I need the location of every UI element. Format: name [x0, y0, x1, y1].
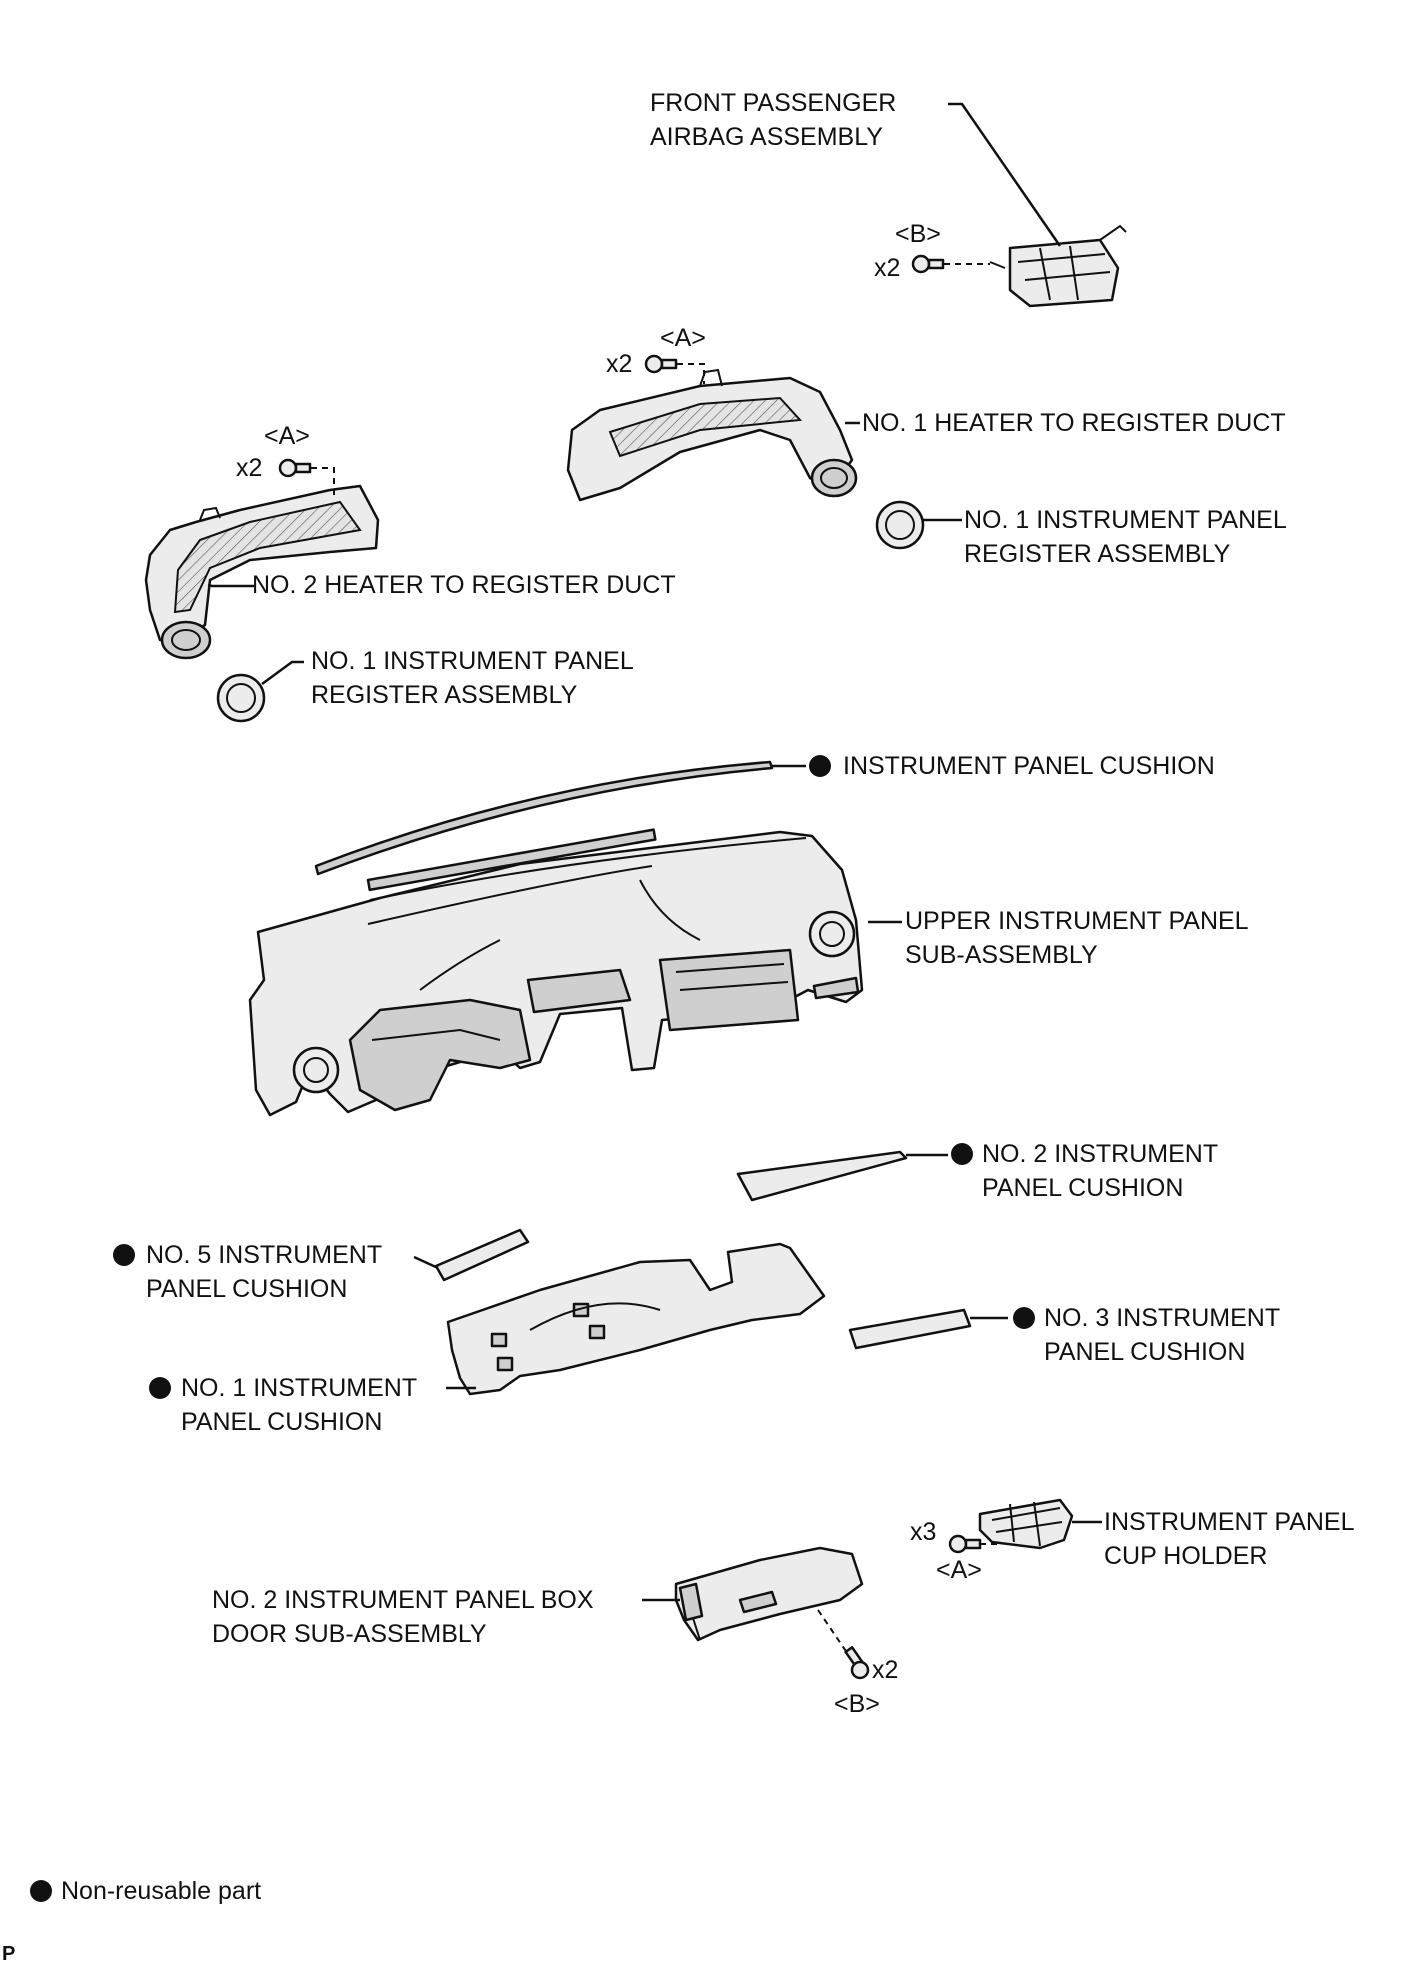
bolt-icon-box-door	[844, 1646, 870, 1680]
label-upper-instrument-panel-1: UPPER INSTRUMENT PANEL	[905, 907, 1249, 935]
fastener-no2-duct-ref: <A>	[264, 422, 310, 450]
label-no2-cushion-2: PANEL CUSHION	[982, 1174, 1183, 1202]
label-no3-cushion-1: NO. 3 INSTRUMENT	[1044, 1304, 1280, 1332]
bolt-icon-cup-holder	[948, 1534, 982, 1554]
bolt-icon-no1-duct	[644, 354, 678, 374]
fastener-cup-holder-count: x3	[910, 1518, 936, 1546]
fastener-airbag-ref: <B>	[895, 220, 941, 248]
non-reusable-dot-icon	[30, 1880, 52, 1902]
label-no5-cushion-2: PANEL CUSHION	[146, 1275, 347, 1303]
bolt-icon-no2-duct	[278, 458, 312, 478]
label-instrument-panel-cushion: INSTRUMENT PANEL CUSHION	[843, 752, 1215, 780]
label-cup-holder-1: INSTRUMENT PANEL	[1104, 1508, 1355, 1536]
label-no1-register-left-2: REGISTER ASSEMBLY	[311, 681, 578, 709]
corner-mark: P	[2, 1943, 15, 1963]
upper-instrument-panel-sub-assembly: UPPER INSTRUMENT PANEL SUB-ASSEMBLY	[248, 828, 1249, 1117]
no2-heater-to-register-duct: NO. 2 HEATER TO REGISTER DUCT <A> x2	[144, 422, 676, 660]
label-no1-cushion-1: NO. 1 INSTRUMENT	[181, 1374, 417, 1402]
fastener-no2-duct-count: x2	[236, 454, 262, 482]
fastener-no1-duct-count: x2	[606, 350, 632, 378]
fastener-airbag-count: x2	[874, 254, 900, 282]
instrument-panel-cup-holder: INSTRUMENT PANEL CUP HOLDER x3 <A>	[910, 1498, 1355, 1584]
no1-instrument-panel-register-left: NO. 1 INSTRUMENT PANEL REGISTER ASSEMBLY	[216, 647, 634, 723]
label-cup-holder-2: CUP HOLDER	[1104, 1542, 1267, 1570]
legend-text: Non-reusable part	[61, 1877, 261, 1905]
no5-instrument-panel-cushion: NO. 5 INSTRUMENT PANEL CUSHION	[113, 1228, 530, 1303]
label-box-door-1: NO. 2 INSTRUMENT PANEL BOX	[212, 1586, 594, 1614]
non-reusable-dot-icon	[149, 1377, 171, 1399]
label-no2-heater-duct: NO. 2 HEATER TO REGISTER DUCT	[252, 571, 676, 599]
label-no1-register-left-1: NO. 1 INSTRUMENT PANEL	[311, 647, 634, 675]
non-reusable-dot-icon	[113, 1244, 135, 1266]
fastener-no1-duct-ref: <A>	[660, 324, 706, 352]
no1-instrument-panel-register-right: NO. 1 INSTRUMENT PANEL REGISTER ASSEMBLY	[875, 500, 1287, 568]
label-front-passenger-airbag-1: FRONT PASSENGER	[650, 89, 896, 117]
legend: Non-reusable part	[30, 1877, 261, 1905]
label-no3-cushion-2: PANEL CUSHION	[1044, 1338, 1245, 1366]
label-no1-heater-duct: NO. 1 HEATER TO REGISTER DUCT	[862, 409, 1286, 437]
non-reusable-dot-icon	[809, 755, 831, 777]
no2-instrument-panel-cushion: NO. 2 INSTRUMENT PANEL CUSHION	[736, 1140, 1218, 1202]
label-no5-cushion-1: NO. 5 INSTRUMENT	[146, 1241, 382, 1269]
no1-heater-to-register-duct: NO. 1 HEATER TO REGISTER DUCT <A> x2	[566, 324, 1286, 502]
non-reusable-dot-icon	[951, 1143, 973, 1165]
fastener-box-door-count: x2	[872, 1656, 898, 1684]
fastener-box-door-ref: <B>	[834, 1690, 880, 1718]
instrument-panel-cushion: INSTRUMENT PANEL CUSHION	[314, 752, 1215, 876]
no1-instrument-panel-cushion: NO. 1 INSTRUMENT PANEL CUSHION	[149, 1242, 826, 1436]
non-reusable-dot-icon	[1013, 1307, 1035, 1329]
front-passenger-airbag-assembly: FRONT PASSENGER AIRBAG ASSEMBLY <B> x2	[650, 89, 1127, 308]
fastener-cup-holder-ref: <A>	[936, 1556, 982, 1584]
no3-instrument-panel-cushion: NO. 3 INSTRUMENT PANEL CUSHION	[848, 1304, 1280, 1366]
label-box-door-2: DOOR SUB-ASSEMBLY	[212, 1620, 487, 1648]
label-no1-register-right-2: REGISTER ASSEMBLY	[964, 540, 1231, 568]
label-no1-register-right-1: NO. 1 INSTRUMENT PANEL	[964, 506, 1287, 534]
no2-instrument-panel-box-door: NO. 2 INSTRUMENT PANEL BOX DOOR SUB-ASSE…	[212, 1546, 898, 1718]
label-upper-instrument-panel-2: SUB-ASSEMBLY	[905, 941, 1098, 969]
label-front-passenger-airbag-2: AIRBAG ASSEMBLY	[650, 123, 883, 151]
label-no1-cushion-2: PANEL CUSHION	[181, 1408, 382, 1436]
label-no2-cushion-1: NO. 2 INSTRUMENT	[982, 1140, 1218, 1168]
bolt-icon-airbag	[911, 254, 945, 274]
